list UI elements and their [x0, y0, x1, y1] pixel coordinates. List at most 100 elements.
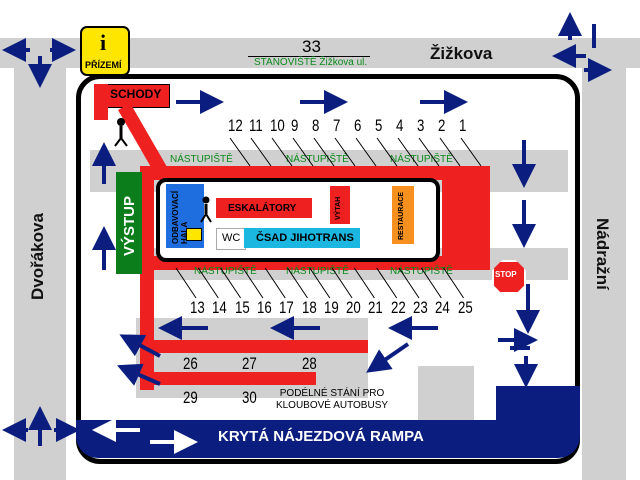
restaurant-box[interactable]	[392, 186, 414, 244]
csad-box[interactable]	[244, 228, 360, 248]
stairs-label: SCHODY	[110, 87, 162, 101]
exit-box[interactable]: VÝSTUP	[116, 172, 142, 274]
main-platform-top	[140, 166, 490, 180]
flow-arrow	[366, 342, 410, 373]
bay-guide-line	[175, 267, 197, 299]
bay-9: 9	[291, 116, 299, 135]
platform-26-28	[140, 340, 368, 353]
bay-guide-line	[460, 137, 482, 167]
bay-4: 4	[396, 116, 404, 135]
escalators-label: ESKALÁTORY	[228, 203, 297, 214]
bay-8: 8	[312, 116, 320, 135]
bay-guide-line	[331, 267, 353, 299]
right-block	[442, 180, 490, 258]
bay-guide-line	[397, 137, 419, 167]
bay-5: 5	[375, 116, 383, 135]
bay-guide-line	[376, 267, 398, 299]
flow-arrow	[119, 334, 161, 358]
bay-28: 28	[302, 354, 317, 373]
bay-2: 2	[438, 116, 446, 135]
bay-11: 11	[249, 116, 263, 135]
bay-guide-line	[353, 267, 375, 299]
bay-21: 21	[368, 298, 384, 317]
bay-guide-line	[398, 267, 420, 299]
stairs-box	[106, 84, 170, 108]
bay-guide-line	[439, 137, 461, 167]
bay-guide-line	[420, 267, 442, 299]
bay-14: 14	[212, 298, 228, 317]
bay-6: 6	[354, 116, 362, 135]
bay-13: 13	[190, 298, 205, 317]
bay-17: 17	[279, 298, 294, 317]
bay-1: 1	[459, 116, 467, 135]
bay-guide-line	[313, 137, 335, 167]
info-label: PŘÍZEMÍ	[85, 60, 122, 70]
bay-29: 29	[183, 388, 198, 407]
bay-guide-line	[334, 137, 356, 167]
platform-label-t3: NÁSTUPIŠTĚ	[390, 154, 453, 165]
bay-guide-line	[292, 137, 314, 167]
bay-guide-line	[271, 137, 293, 167]
platform-label-b1: NÁSTUPIŠTĚ	[194, 266, 257, 277]
bay-guide-line	[376, 137, 398, 167]
bay-20: 20	[346, 298, 361, 317]
luggage-icon	[186, 228, 202, 241]
bay-guide-line	[309, 267, 331, 299]
platform-label-b2: NÁSTUPIŠTĚ	[286, 266, 349, 277]
bay-15: 15	[234, 298, 250, 317]
ramp-corner	[496, 386, 580, 426]
grey-block	[418, 366, 474, 422]
bay-25: 25	[457, 298, 473, 317]
info-box[interactable]: i PŘÍZEMÍ	[80, 26, 130, 76]
bay-10: 10	[270, 116, 285, 135]
csad-label: ČSAD JIHOTRANS	[256, 232, 354, 244]
flow-arrow	[117, 363, 161, 386]
bay-12: 12	[228, 116, 243, 135]
bay-27: 27	[242, 354, 257, 373]
pedestrian-icon	[114, 118, 128, 147]
bay-26: 26	[183, 354, 198, 373]
escalators-box[interactable]	[216, 198, 312, 218]
bay-24: 24	[435, 298, 451, 317]
pedestrian-icon	[200, 196, 212, 223]
walkway-vertical	[94, 84, 108, 120]
lift-box[interactable]	[330, 186, 350, 224]
info-icon: i	[100, 30, 107, 55]
bay-22: 22	[390, 298, 406, 317]
street-nadrazni-road	[582, 38, 626, 480]
bay-guide-line	[418, 137, 440, 167]
bay-guide-line	[287, 267, 308, 299]
bay-guide-line	[355, 137, 377, 167]
bay-guide-line	[264, 267, 286, 299]
stop-sign	[492, 260, 526, 294]
street-top-label: Žižkova	[430, 44, 493, 63]
bay-guide-line	[242, 267, 264, 299]
bay-guide-line	[220, 267, 242, 299]
bay-23: 23	[413, 298, 428, 317]
bay-18: 18	[301, 298, 317, 317]
wc-label: WC	[222, 232, 241, 244]
platform-label-t2: NÁSTUPIŠTĚ	[286, 154, 349, 165]
covered-ramp	[76, 420, 580, 458]
platform-label-b3: NÁSTUPIŠTĚ	[390, 266, 453, 277]
stop-sign-label: STOP	[495, 270, 517, 279]
stop-33-label: STANOVIŠTĚ Žižkova ul.	[254, 57, 368, 68]
bay-guide-line	[229, 137, 251, 167]
bay-30: 30	[242, 388, 257, 407]
bay-7: 7	[333, 116, 341, 135]
bay-16: 16	[256, 298, 272, 317]
parallel-parking-label: PODÉLNÉ STÁNÍ PRO KLOUBOVÉ AUTOBUSY	[275, 388, 389, 411]
stop-33-underline	[248, 56, 370, 57]
ramp-label: KRYTÁ NÁJEZDOVÁ RAMPA	[218, 428, 424, 445]
stop-33-number: 33	[302, 37, 321, 56]
bay-guide-line	[443, 267, 465, 299]
bay-3: 3	[417, 116, 425, 135]
bay-19: 19	[323, 298, 339, 317]
bay-guide-line	[197, 267, 219, 299]
bay-guide-line	[250, 137, 272, 167]
main-platform-left	[140, 166, 154, 390]
platform-label-t1: NÁSTUPIŠTĚ	[170, 154, 233, 165]
platform-29-30	[140, 372, 316, 385]
